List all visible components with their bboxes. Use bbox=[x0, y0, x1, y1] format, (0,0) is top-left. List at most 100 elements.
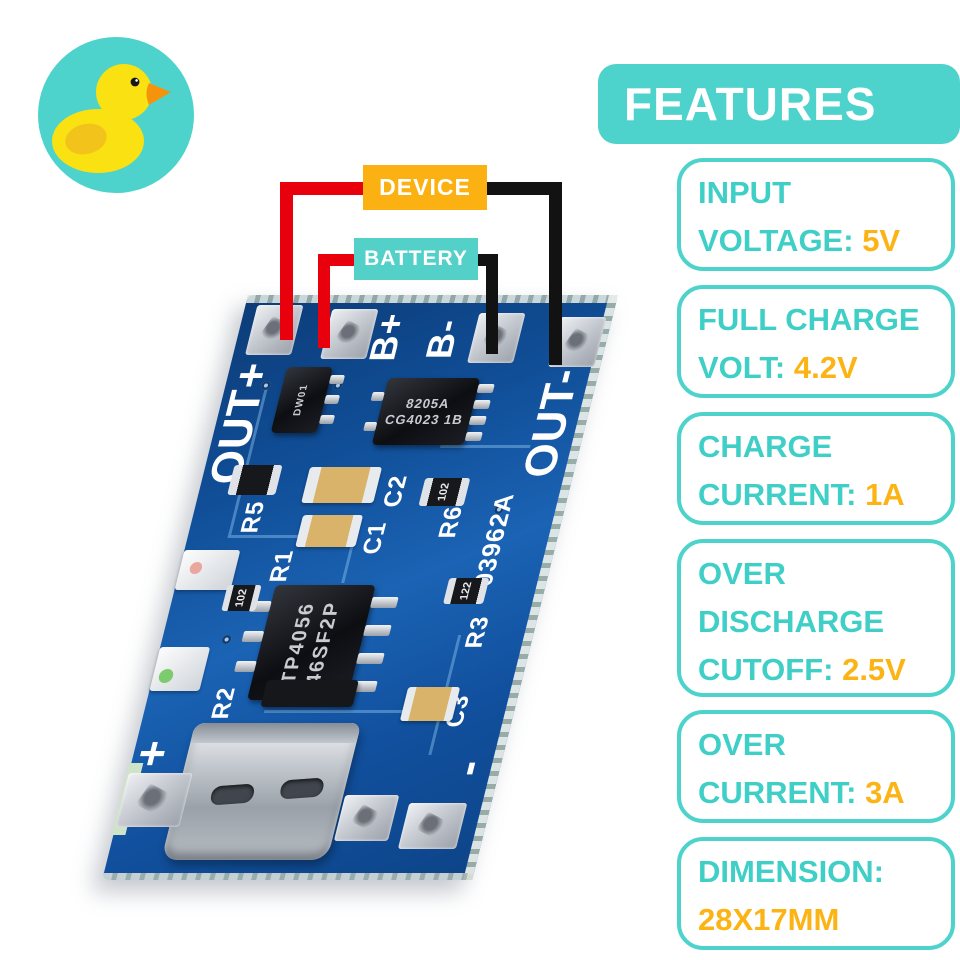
chip-leg bbox=[363, 422, 378, 431]
capacitor-c1 bbox=[295, 515, 364, 547]
feature-line: FULL CHARGE bbox=[698, 296, 951, 344]
feature-value: 1A bbox=[865, 477, 905, 512]
mosfet-8205a-chip: 8205A CG4023 1B bbox=[363, 378, 495, 445]
feature-line: CURRENT: 3A bbox=[698, 769, 951, 817]
feature-box-input-voltage: INPUT VOLTAGE: 5V bbox=[677, 158, 955, 271]
chip-leg bbox=[323, 395, 341, 404]
feature-line: CHARGE bbox=[698, 423, 951, 471]
usb-shell-lip bbox=[190, 723, 362, 743]
feature-line: 28X17MM bbox=[698, 896, 951, 944]
feature-label: VOLTAGE: bbox=[698, 223, 863, 258]
battery-positive-wire-vertical bbox=[318, 254, 330, 348]
feature-label: OVER bbox=[698, 556, 786, 591]
device-negative-wire-vertical bbox=[549, 182, 562, 365]
features-header: FEATURES bbox=[598, 64, 960, 144]
resistor-r5 bbox=[227, 465, 283, 495]
silkscreen-board-id-label: 03962A bbox=[468, 493, 521, 587]
silkscreen-c1-label: C1 bbox=[357, 521, 393, 555]
device-negative-wire-horizontal bbox=[481, 182, 562, 195]
feature-line: DISCHARGE bbox=[698, 598, 951, 646]
pcb-trace bbox=[227, 535, 299, 538]
solder-mark bbox=[135, 783, 172, 816]
feature-line: DIMENSION: bbox=[698, 848, 951, 896]
device-positive-wire-vertical bbox=[280, 182, 293, 340]
feature-label: OVER bbox=[698, 727, 786, 762]
pad-center bbox=[333, 795, 400, 841]
feature-label: CURRENT: bbox=[698, 477, 866, 512]
chip-leg bbox=[355, 653, 385, 664]
tp4056-chip-text: TP4056 46SF2P bbox=[276, 600, 347, 684]
usb-shell-slot bbox=[278, 777, 325, 800]
feature-line: VOLTAGE: 5V bbox=[698, 217, 951, 265]
silkscreen-b-minus-label: B- bbox=[417, 319, 469, 359]
pcb-top-edge bbox=[246, 295, 618, 303]
chip-leg bbox=[464, 432, 483, 441]
pcb-bottom-edge bbox=[102, 873, 474, 880]
feature-line: INPUT bbox=[698, 169, 951, 217]
dw01-chip: DW01 bbox=[270, 367, 346, 433]
feature-value: 5V bbox=[862, 223, 901, 258]
pad-out-plus bbox=[245, 305, 304, 355]
led-dot-red bbox=[188, 562, 204, 574]
pad-minus bbox=[397, 803, 468, 849]
feature-label: VOLT: bbox=[698, 350, 794, 385]
feature-box-charge-current: CHARGE CURRENT: 1A bbox=[677, 412, 955, 525]
chip-leg bbox=[328, 375, 346, 384]
led-1 bbox=[174, 550, 241, 590]
feature-box-over-discharge-cutoff: OVER DISCHARGE CUTOFF: 2.5V bbox=[677, 539, 955, 697]
feature-label: INPUT bbox=[698, 175, 791, 210]
feature-label: CUTOFF: bbox=[698, 652, 843, 687]
mosfet-chip-text: 8205A CG4023 1B bbox=[383, 395, 469, 428]
solder-mark bbox=[350, 803, 382, 832]
pcb-trace bbox=[439, 445, 531, 448]
feature-line: OVER bbox=[698, 721, 951, 769]
silkscreen-c2-label: C2 bbox=[378, 474, 414, 508]
feature-label: FULL CHARGE bbox=[698, 302, 920, 337]
micro-usb-connector bbox=[161, 723, 362, 860]
silkscreen-r5-label: R5 bbox=[235, 500, 271, 534]
chip-leg bbox=[369, 597, 399, 608]
feature-label: DIMENSION: bbox=[698, 854, 884, 889]
silkscreen-r6-label: R6 bbox=[433, 505, 469, 539]
solder-mark bbox=[416, 811, 449, 840]
pcb-trace bbox=[263, 710, 405, 713]
solder-mark bbox=[334, 319, 364, 348]
led-dot-green bbox=[157, 669, 175, 683]
chip-leg bbox=[241, 631, 265, 642]
capacitor-c3 bbox=[399, 687, 461, 721]
chip-leg bbox=[476, 384, 495, 393]
dw01-chip-text: DW01 bbox=[291, 384, 311, 416]
duck-icon bbox=[52, 64, 171, 173]
feature-label: DISCHARGE bbox=[698, 604, 885, 639]
pcb-board: OUT+ B+ B- OUT- R5 C2 C1 R6 03962A R1 R3… bbox=[102, 295, 618, 880]
battery-tag: BATTERY bbox=[354, 238, 478, 280]
duck-logo bbox=[38, 37, 194, 193]
usb-rear-opening bbox=[260, 680, 360, 707]
chip-leg bbox=[370, 392, 385, 401]
device-tag: DEVICE bbox=[363, 165, 487, 210]
battery-negative-wire-vertical bbox=[486, 254, 498, 354]
feature-line: OVER bbox=[698, 550, 951, 598]
feature-value: 4.2V bbox=[793, 350, 858, 385]
feature-value: 3A bbox=[865, 775, 905, 810]
feature-line: VOLT: 4.2V bbox=[698, 344, 951, 392]
usb-shell-slot bbox=[209, 783, 256, 806]
feature-value: 2.5V bbox=[842, 652, 906, 687]
chip-leg bbox=[234, 661, 257, 672]
capacitor-c2 bbox=[301, 467, 383, 503]
mosfet-text-line1: 8205A bbox=[404, 395, 452, 411]
chip-leg bbox=[362, 625, 392, 636]
silkscreen-r1-label: R1 bbox=[264, 549, 300, 583]
feature-box-full-charge-volt: FULL CHARGE VOLT: 4.2V bbox=[677, 285, 955, 398]
feature-label: CHARGE bbox=[698, 429, 833, 464]
led-2 bbox=[149, 647, 211, 691]
silkscreen-minus-label: - bbox=[439, 759, 496, 777]
chip-leg bbox=[472, 400, 491, 409]
chip-leg bbox=[468, 416, 487, 425]
silkscreen-r3-label: R3 bbox=[459, 615, 496, 649]
feature-line: CUTOFF: 2.5V bbox=[698, 646, 951, 694]
silkscreen-plus-label: + bbox=[122, 739, 182, 767]
chip-leg bbox=[318, 415, 336, 424]
pcb-via bbox=[220, 635, 233, 644]
